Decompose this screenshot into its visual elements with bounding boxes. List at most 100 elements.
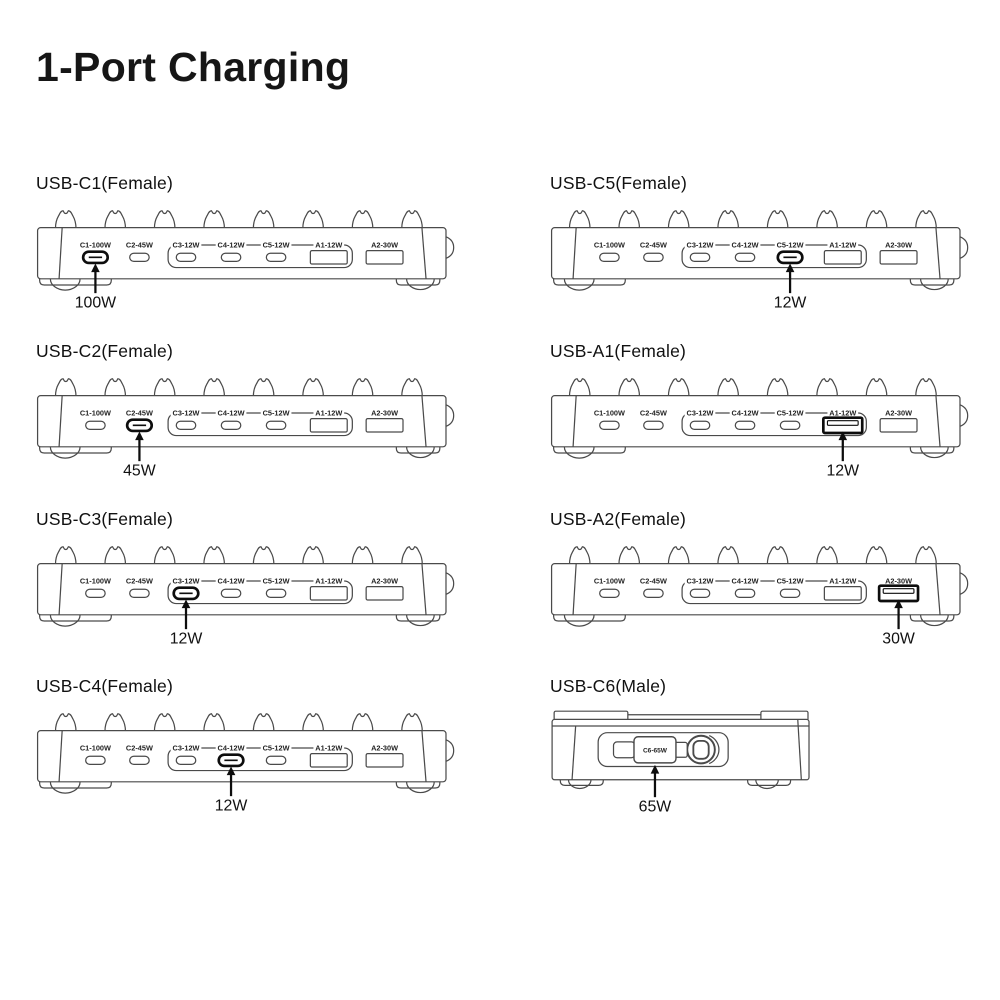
foot-dome-right <box>405 614 435 626</box>
port-A1 <box>309 585 348 601</box>
panel-heading: USB-C2(Female) <box>36 340 173 361</box>
top-clip <box>203 377 225 396</box>
port-A2 <box>365 753 404 768</box>
callout-wattage: 12W <box>215 798 248 815</box>
port-label-C3: C3-12W <box>173 241 200 250</box>
top-clip <box>717 210 739 229</box>
port-label-C1: C1-100W <box>594 409 625 418</box>
callout-arrow <box>135 431 144 461</box>
port-label-C2: C2-45W <box>126 409 153 418</box>
port-label-A1: A1-12W <box>829 409 856 418</box>
port-A1 <box>309 250 348 265</box>
port-label-C5: C5-12W <box>777 576 804 585</box>
foot-bracket-right <box>395 446 441 454</box>
top-clip <box>915 210 937 229</box>
port-C2 <box>643 420 664 430</box>
plug-hinge-inner <box>692 740 710 760</box>
left-edge-seam <box>58 730 63 783</box>
foot-dome-right <box>919 446 949 458</box>
top-clip <box>104 377 127 396</box>
port-A1 <box>823 585 862 601</box>
port-C4 <box>220 420 242 430</box>
port-C2 <box>643 252 664 263</box>
top-clip <box>401 377 423 396</box>
port-label-C2: C2-45W <box>126 576 153 585</box>
panel-heading: USB-A2(Female) <box>550 508 687 529</box>
ports-group-box <box>167 412 353 436</box>
foot-bracket-right <box>395 278 441 286</box>
foot-bracket-left <box>553 278 626 286</box>
top-clip <box>816 210 838 229</box>
port-label-C3: C3-12W <box>173 744 200 753</box>
left-edge-seam <box>58 395 63 447</box>
top-clip <box>252 210 275 229</box>
foot-bracket-left <box>39 782 112 789</box>
port-C2 <box>129 252 150 263</box>
port-label-C5: C5-12W <box>263 744 290 753</box>
top-clip <box>104 545 127 564</box>
port-A2 <box>879 417 918 433</box>
foot-bracket-left <box>553 614 626 622</box>
foot-bracket-right <box>909 278 955 286</box>
port-C1 <box>85 420 106 430</box>
port-label-A1: A1-12W <box>829 241 856 250</box>
callout-wattage: 12W <box>170 630 203 647</box>
port-label-C2: C2-45W <box>126 241 153 250</box>
port-C4 <box>734 252 756 263</box>
port-label-A2: A2-30W <box>371 576 398 585</box>
left-edge-seam <box>572 227 577 279</box>
port-label-C4: C4-12W <box>218 409 245 418</box>
device-body <box>550 562 961 615</box>
callout-wattage: 30W <box>882 630 915 647</box>
port-C4 <box>220 588 242 598</box>
port-label-C1: C1-100W <box>80 241 111 250</box>
top-clip <box>302 713 324 732</box>
foot-bracket-right <box>909 446 955 454</box>
port-label-C5: C5-12W <box>263 409 290 418</box>
port-C1 <box>599 252 620 263</box>
top-clip <box>54 210 77 229</box>
port-A2 <box>365 250 404 265</box>
top-clip <box>865 545 888 564</box>
port-C1 <box>85 588 106 598</box>
top-clip <box>153 377 176 396</box>
port-label-C3: C3-12W <box>687 409 714 418</box>
foot-dome-left <box>49 614 81 627</box>
port-label-C1: C1-100W <box>80 744 111 753</box>
right-edge-seam <box>421 395 427 447</box>
top-clip <box>203 545 225 564</box>
callout-arrow <box>650 765 660 798</box>
top-clip <box>667 210 690 229</box>
callout-arrow <box>894 598 903 629</box>
device-body <box>36 562 447 615</box>
callout-arrow <box>785 263 795 294</box>
foot-bracket-left <box>39 278 112 286</box>
foot-dome-right <box>919 614 949 626</box>
right-edge-seam <box>935 563 941 615</box>
side-tab <box>445 404 455 427</box>
port-A1 <box>309 417 348 433</box>
ports-group-box <box>167 579 353 604</box>
right-edge-seam <box>421 730 427 783</box>
port-label-C5: C5-12W <box>777 241 804 250</box>
foot-dome-left <box>49 446 81 459</box>
top-clip <box>717 545 739 564</box>
port-C3 <box>175 755 197 766</box>
top-clip <box>54 713 77 732</box>
port-label-C4: C4-12W <box>732 241 759 250</box>
top-clip <box>401 210 423 229</box>
foot-dome-left <box>563 614 595 627</box>
panel-heading: USB-C4(Female) <box>36 676 173 697</box>
top-clip <box>252 545 275 564</box>
port-C4 <box>734 420 756 430</box>
panel-heading: USB-C6(Male) <box>550 676 667 697</box>
device-body <box>550 227 961 280</box>
top-clip <box>351 713 374 732</box>
port-label-C4: C4-12W <box>218 241 245 250</box>
port-A1-highlighted <box>822 416 864 435</box>
port-label-A1: A1-12W <box>315 576 342 585</box>
